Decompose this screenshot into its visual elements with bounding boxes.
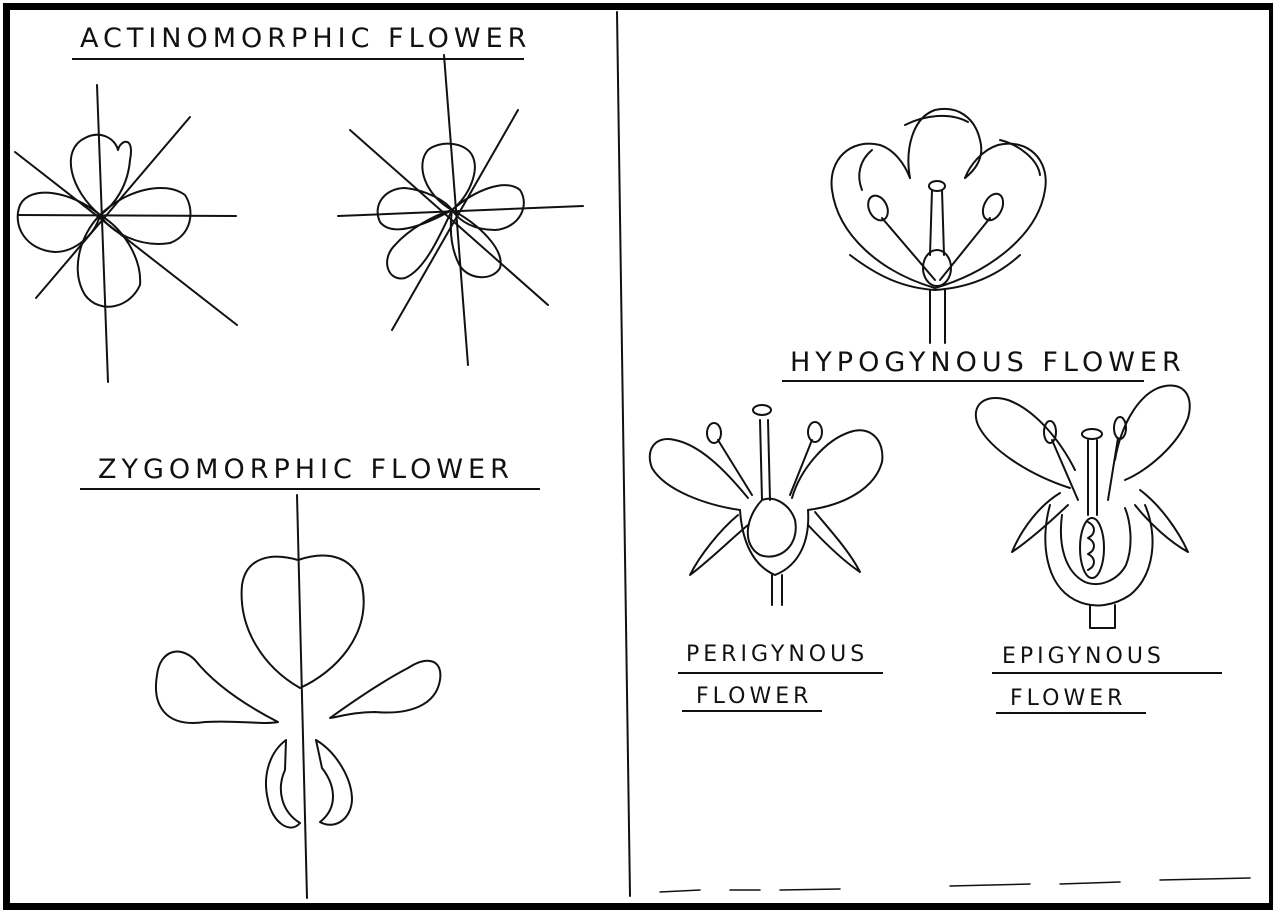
perigynous-flower [650, 405, 883, 605]
symmetry-line [297, 495, 307, 898]
zygomorphic-underline [80, 488, 540, 490]
symmetry-line [97, 85, 108, 382]
symmetry-line [392, 110, 518, 330]
epigynous-flower [976, 386, 1190, 628]
epigynous-underline-2 [996, 712, 1146, 714]
perigynous-underline-1 [678, 672, 883, 674]
epigynous-underline-1 [992, 672, 1222, 674]
actinomorphic-four-petal-flower [15, 85, 237, 382]
epigynous-label-line1: EPIGYNOUS [1002, 642, 1165, 672]
hypogynous-underline [782, 380, 1144, 382]
zygomorphic-flower [156, 495, 440, 898]
actinomorphic-underline [72, 58, 524, 60]
perigynous-label-line2: FLOWER [696, 682, 812, 712]
hypogynous-flower [832, 109, 1046, 343]
actinomorphic-label: ACTINOMORPHIC FLOWER [80, 24, 531, 54]
perigynous-label-line1: PERIGYNOUS [686, 640, 868, 670]
perigynous-underline-2 [682, 710, 822, 712]
actinomorphic-five-petal-flower [338, 55, 583, 365]
page-divider-line [617, 12, 630, 896]
hypogynous-label: HYPOGYNOUS FLOWER [790, 348, 1186, 378]
symmetry-line [18, 215, 236, 216]
epigynous-label-line2: FLOWER [1010, 684, 1126, 714]
zygomorphic-label: ZYGOMORPHIC FLOWER [98, 455, 514, 485]
